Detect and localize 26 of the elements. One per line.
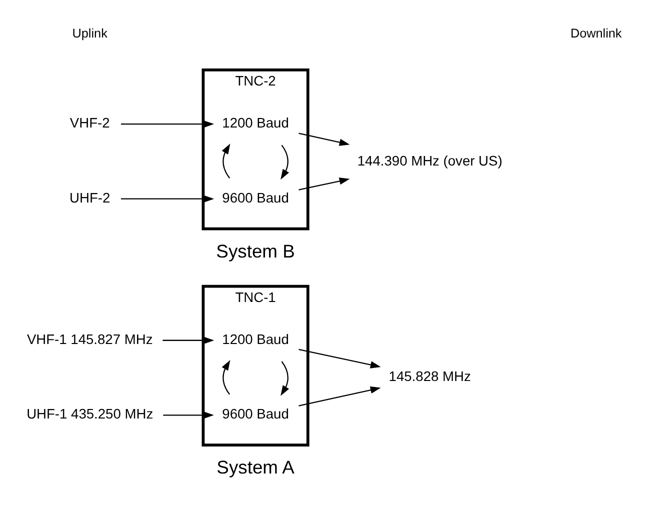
arrow bbox=[120, 194, 214, 202]
node-text: 1200 Baud bbox=[222, 331, 289, 346]
node-text: UHF-2 bbox=[70, 190, 110, 205]
arrow bbox=[222, 359, 230, 394]
arrow bbox=[298, 348, 381, 368]
node-text: 9600 Baud bbox=[222, 406, 289, 422]
node-text: 9600 Baud bbox=[222, 190, 289, 205]
label: Downlink bbox=[570, 26, 622, 40]
node-text: 1200 Baud bbox=[222, 115, 289, 130]
arrow bbox=[163, 411, 214, 418]
arrow bbox=[280, 144, 290, 180]
label: Uplink bbox=[72, 26, 108, 40]
node-label: System B bbox=[216, 240, 295, 261]
arrow bbox=[162, 336, 214, 344]
node-text: VHF-2 bbox=[70, 115, 110, 130]
arrow bbox=[120, 120, 214, 128]
arrow bbox=[298, 177, 350, 190]
node-text: UHF-1 435.250 MHz bbox=[26, 406, 154, 422]
node-text: 144.390 MHz (over US) bbox=[357, 153, 502, 168]
node-text: VHF-1 145.827 MHz bbox=[26, 331, 153, 346]
node-label: System A bbox=[216, 456, 294, 478]
arrow bbox=[222, 143, 230, 178]
arrow bbox=[280, 360, 290, 396]
node-text: 145.828 MHz bbox=[388, 368, 471, 384]
arrow bbox=[298, 386, 381, 406]
arrow bbox=[298, 132, 350, 146]
